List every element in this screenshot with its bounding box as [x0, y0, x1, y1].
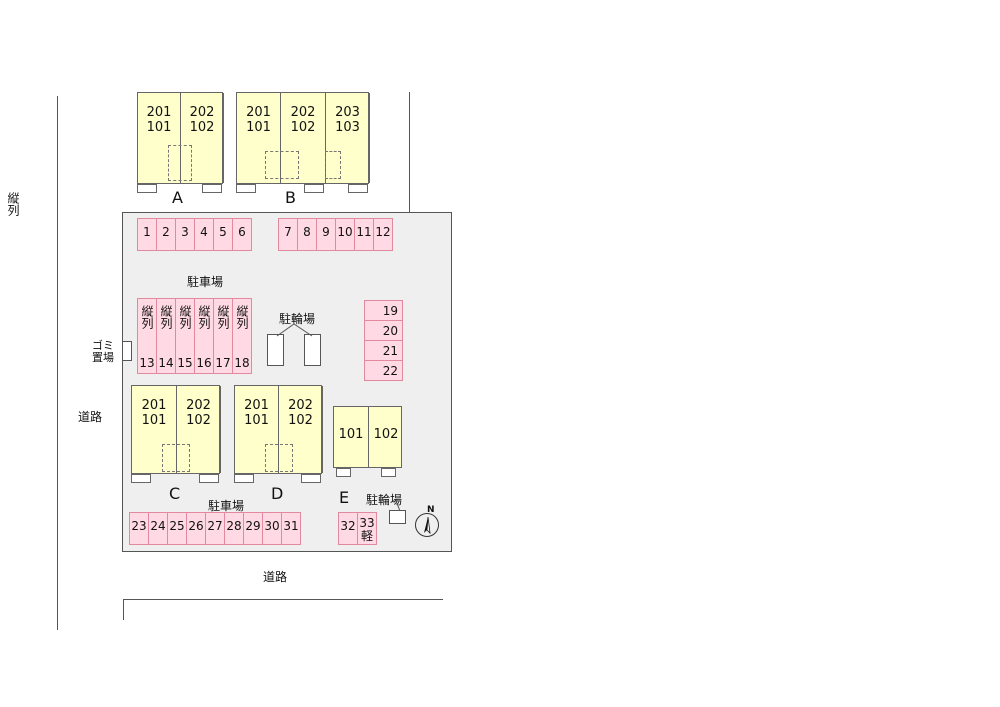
stair [325, 151, 341, 179]
bike-center-label: 駐輪場 [279, 312, 316, 326]
parking-spot: 32 [338, 512, 358, 545]
door [304, 184, 324, 193]
road-left-label: 道路 [78, 410, 103, 424]
parking-spot: 12 [373, 218, 393, 251]
site-lot [122, 212, 452, 552]
parking-spot: 9 [316, 218, 336, 251]
bike-east-line [395, 500, 401, 512]
north-label: N [427, 505, 435, 515]
parking-spot: 2 [156, 218, 176, 251]
parking-bottom-row: 23 24 25 26 27 28 29 30 31 [129, 512, 301, 545]
door [131, 474, 151, 483]
door [336, 468, 351, 477]
bottom-road-tick [123, 599, 124, 620]
parking-south-label: 駐車場 [208, 499, 245, 513]
parking-spot: 8 [297, 218, 317, 251]
bike-east-label: 駐輪場 [366, 493, 403, 507]
parking-spot: 1 [137, 218, 157, 251]
stair [265, 151, 299, 179]
parking-spot: 23 [129, 512, 149, 545]
parking-spot: 6 [232, 218, 252, 251]
bike-roof-lines [276, 323, 313, 337]
bottom-road-line [123, 599, 443, 600]
parking-spot: 19 [364, 300, 403, 321]
parking-north-label: 駐車場 [187, 275, 224, 289]
parking-spot: 4 [194, 218, 214, 251]
unit-e-1: 101 [334, 407, 369, 467]
bike-rack [267, 334, 284, 366]
parking-spot: 30 [262, 512, 282, 545]
parking-spot: 22 [364, 360, 403, 381]
door [348, 184, 368, 193]
parking-spot: 26 [186, 512, 206, 545]
building-e-label: E [339, 488, 350, 507]
parking-spot: 21 [364, 340, 403, 361]
parking-spot: 25 [167, 512, 187, 545]
stair [265, 444, 293, 472]
parking-spot: 7 [278, 218, 298, 251]
garbage-box [122, 341, 132, 361]
stair [162, 444, 190, 472]
road-bottom-label: 道路 [263, 570, 288, 584]
parking-east: 19 20 21 22 [364, 300, 403, 381]
door [202, 184, 222, 193]
parking-spot: 11 [354, 218, 374, 251]
stair [168, 145, 192, 181]
door [199, 474, 219, 483]
left-road-line [57, 96, 58, 630]
bike-rack [304, 334, 321, 366]
parking-row-1: 1 2 3 4 5 6 [137, 218, 252, 251]
building-c-label: C [169, 484, 181, 503]
right-boundary-line [409, 92, 410, 212]
parking-spot: 28 [224, 512, 244, 545]
parking-spot: 24 [148, 512, 168, 545]
door [301, 474, 321, 483]
bike-east-box [389, 510, 406, 524]
door [381, 468, 396, 477]
parking-spot: 27 [205, 512, 225, 545]
door [137, 184, 157, 193]
parking-spot: 29 [243, 512, 263, 545]
side-label: 縦列 [6, 192, 20, 216]
garbage-label: ゴミ置場 [92, 339, 114, 364]
building-a-label: A [172, 188, 183, 207]
door [234, 474, 254, 483]
north-compass-icon [415, 513, 439, 537]
parking-spot: 5 [213, 218, 233, 251]
building-e: 101 102 [333, 406, 402, 468]
parking-spot: 20 [364, 320, 403, 341]
building-b-label: B [285, 188, 296, 207]
building-d-label: D [271, 484, 284, 503]
unit-e-2: 102 [373, 427, 399, 442]
parking-spot: 3 [175, 218, 195, 251]
door [236, 184, 256, 193]
parking-spot: 10 [335, 218, 355, 251]
parking-row-2: 7 8 9 10 11 12 [278, 218, 393, 251]
parking-spot: 31 [281, 512, 301, 545]
